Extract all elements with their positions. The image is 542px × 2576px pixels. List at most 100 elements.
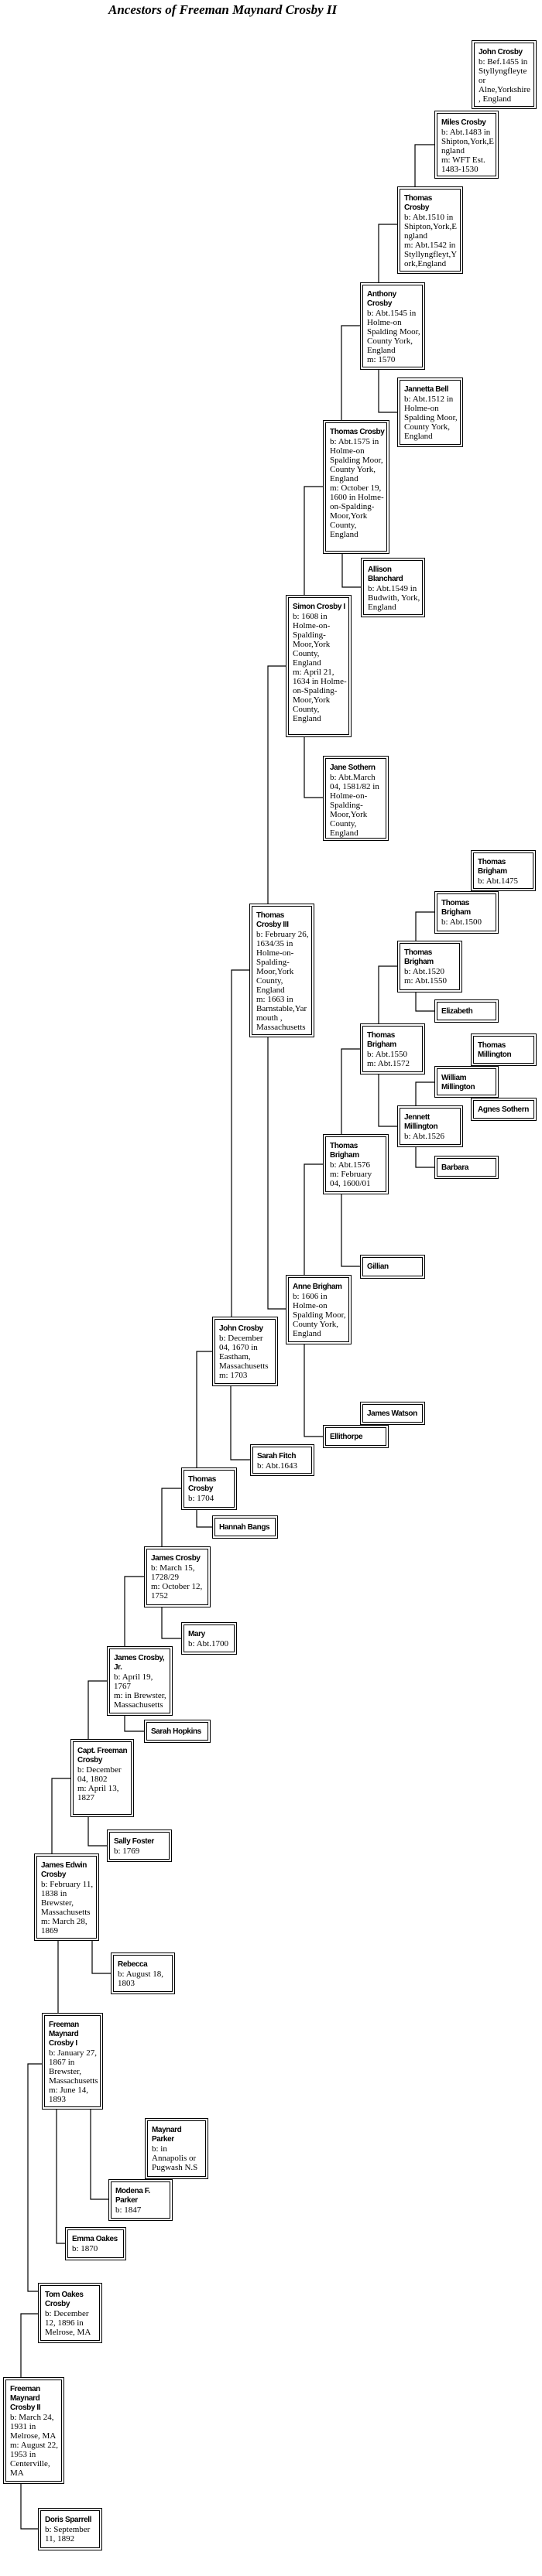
person-box[interactable]: Ellithorpe [323,1425,389,1448]
connector-line [304,1163,323,1275]
person-box[interactable]: William Millington [434,1066,499,1098]
connector-line [415,992,434,1012]
birth-info: b: 1870 [72,2244,98,2253]
person-name: Anne Brigham [293,1283,342,1291]
person-box[interactable]: Barbara [434,1156,499,1179]
connector-line [267,1037,286,1310]
person-name: Sarah Fitch [257,1452,297,1461]
birth-info: b: 1608 in Holme-on-Spalding-Moor,York C… [293,612,331,668]
person-box[interactable]: James Watson [360,1402,425,1425]
person-box[interactable]: Hannah Bangs [212,1515,278,1539]
person-name: John Crosby [219,1324,263,1333]
connector-line [161,1488,181,1546]
marriage-info: m: 1663 in Barnstable,Yarmouth , Massach… [256,995,307,1032]
connector-line [267,665,286,904]
marriage-info: m: April 13, 1827 [77,1784,119,1802]
person-name: Freeman Maynard Crosby II [10,2385,41,2412]
person-name: Sarah Hopkins [151,1727,201,1736]
marriage-info: m: October 19, 1600 in Holme-on-Spalding… [330,483,384,539]
connector-line [161,1607,181,1639]
birth-info: b: Abt.1700 [188,1639,228,1648]
marriage-info: m: April 21, 1634 in Holme-on-Spalding-M… [293,668,347,723]
person-box[interactable]: Sarah Hopkins [144,1720,211,1743]
person-box[interactable]: Elizabeth [434,999,499,1023]
person-name: Gillian [367,1262,389,1271]
connector-line [304,486,323,595]
person-name: Thomas Millington [478,1041,512,1059]
birth-info: b: Abt.1512 in Holme-on Spalding Moor, C… [404,395,458,441]
connector-line [196,1510,212,1528]
connector-line [341,554,361,588]
connector-line [341,1194,360,1267]
person-box[interactable]: Thomas Millington [471,1033,537,1066]
birth-info: b: in Annapolis or Pugwash N.S [152,2144,198,2172]
connector-line [20,2484,38,2530]
connector-line [51,1778,70,1853]
person-name: James Edwin Crosby [41,1861,87,1879]
connector-line [124,1716,144,1732]
birth-info: b: Abt.March 04, 1581/82 in Holme-on-Spa… [330,773,379,838]
person-name: Thomas Crosby [188,1475,216,1493]
person-name: Miles Crosby [441,118,486,127]
person-name: William Millington [441,1074,475,1092]
marriage-info: m: August 22, 1953 in Centerville, MA [10,2441,59,2478]
connector-line [56,2110,65,2244]
marriage-info: m: in Brewster, Massachusetts [114,1691,166,1710]
connector-line [341,325,360,420]
person-name: Thomas Brigham [441,899,471,917]
birth-info: b: Abt.1549 in Budwith, York, England [368,584,420,612]
person-name: Allison Blanchard [368,565,403,583]
person-box[interactable]: Gillian [360,1255,425,1279]
person-name: Thomas Brigham [478,858,507,876]
person-name: Freeman Maynard Crosby I [49,2021,79,2048]
birth-info: b: Abt.1483 in Shipton,York,England [441,128,494,155]
birth-info: b: Abt.1575 in Holme-on Spalding Moor, C… [330,437,383,483]
connector-line [341,1048,360,1134]
page-title: Ancestors of Freeman Maynard Crosby II [108,2,338,17]
person-name: Thomas Brigham [404,948,434,966]
connector-line [231,969,249,1317]
connector-line [378,1074,397,1127]
connector-line [87,1680,107,1739]
person-box[interactable]: Agnes Sothern [471,1098,537,1121]
person-name: Maynard Parker [152,2126,182,2144]
person-name: Barbara [441,1163,468,1172]
birth-info: b: Abt.1510 in Shipton,York,England [404,213,457,241]
marriage-info: m: February 04, 1600/01 [330,1170,372,1188]
